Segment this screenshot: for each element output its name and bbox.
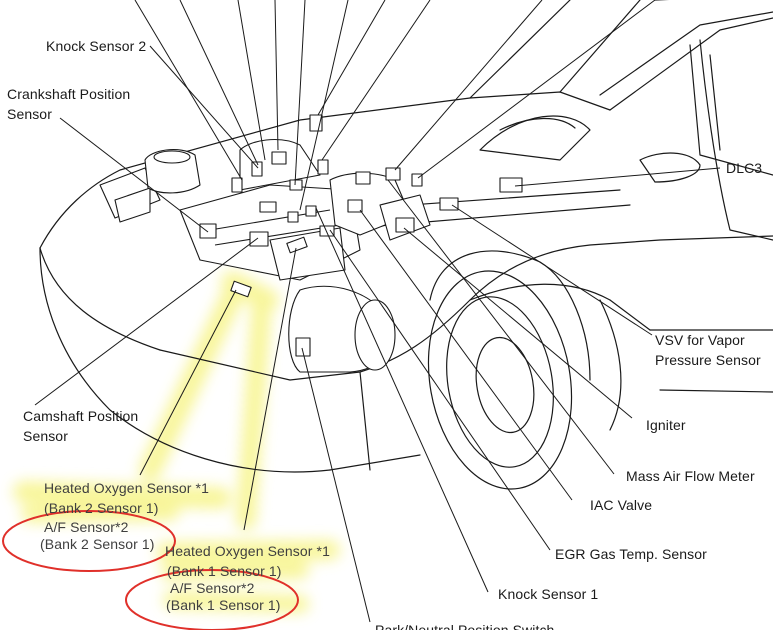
label-camshaft-line2: Sensor	[23, 428, 68, 444]
label-ho2-bank2-line1: Heated Oxygen Sensor *1	[44, 480, 209, 496]
label-vsv-line1: VSV for Vapor	[655, 332, 745, 348]
label-crankshaft-line1: Crankshaft Position	[7, 86, 131, 102]
label-camshaft-line1: Camshaft Position	[23, 408, 139, 424]
label-crankshaft-line2: Sensor	[7, 106, 52, 122]
label-iac-valve: IAC Valve	[590, 497, 653, 513]
car-body	[39, 0, 773, 490]
engine-parts	[99, 114, 523, 373]
label-egr-gas-temp-sensor: EGR Gas Temp. Sensor	[555, 546, 707, 562]
label-af-bank2-line2: (Bank 2 Sensor 1)	[40, 536, 155, 552]
label-heated-oxygen-sensor-bank1: Heated Oxygen Sensor *1 (Bank 1 Sensor 1…	[165, 541, 330, 581]
label-ho2-bank2-line2: (Bank 2 Sensor 1)	[44, 500, 159, 516]
red-circle-bank2-af	[2, 510, 176, 572]
label-vsv-vapor-pressure: VSV for Vapor Pressure Sensor	[655, 330, 761, 370]
label-vsv-line2: Pressure Sensor	[655, 352, 761, 368]
red-circle-annotations	[2, 510, 299, 630]
label-knock-sensor-2: Knock Sensor 2	[46, 38, 147, 54]
label-af-bank2-line1: A/F Sensor*2	[44, 519, 129, 535]
label-mass-air-flow-meter: Mass Air Flow Meter	[626, 468, 755, 484]
label-af-sensor-bank1: A/F Sensor*2 (Bank 1 Sensor 1)	[166, 580, 281, 614]
red-circle-bank1-af	[125, 569, 299, 630]
label-heated-oxygen-sensor-bank2: Heated Oxygen Sensor *1 (Bank 2 Sensor 1…	[44, 478, 209, 518]
label-dlc3: DLC3	[726, 160, 763, 176]
label-af-bank1-line2: (Bank 1 Sensor 1)	[166, 597, 281, 613]
label-crankshaft-position-sensor: Crankshaft Position Sensor	[7, 84, 130, 124]
label-park-neutral-position-switch: Park/Neutral Position Switch	[375, 622, 555, 630]
label-camshaft-position-sensor: Camshaft Position Sensor	[23, 406, 138, 446]
label-af-bank1-line1: A/F Sensor*2	[170, 580, 255, 596]
label-igniter: Igniter	[646, 417, 686, 433]
label-ho2-bank1-line2: (Bank 1 Sensor 1)	[167, 563, 282, 579]
label-af-sensor-bank2: A/F Sensor*2 (Bank 2 Sensor 1)	[40, 519, 155, 553]
label-ho2-bank1-line1: Heated Oxygen Sensor *1	[165, 543, 330, 559]
label-knock-sensor-1: Knock Sensor 1	[498, 586, 599, 602]
leader-lines	[34, 0, 721, 623]
